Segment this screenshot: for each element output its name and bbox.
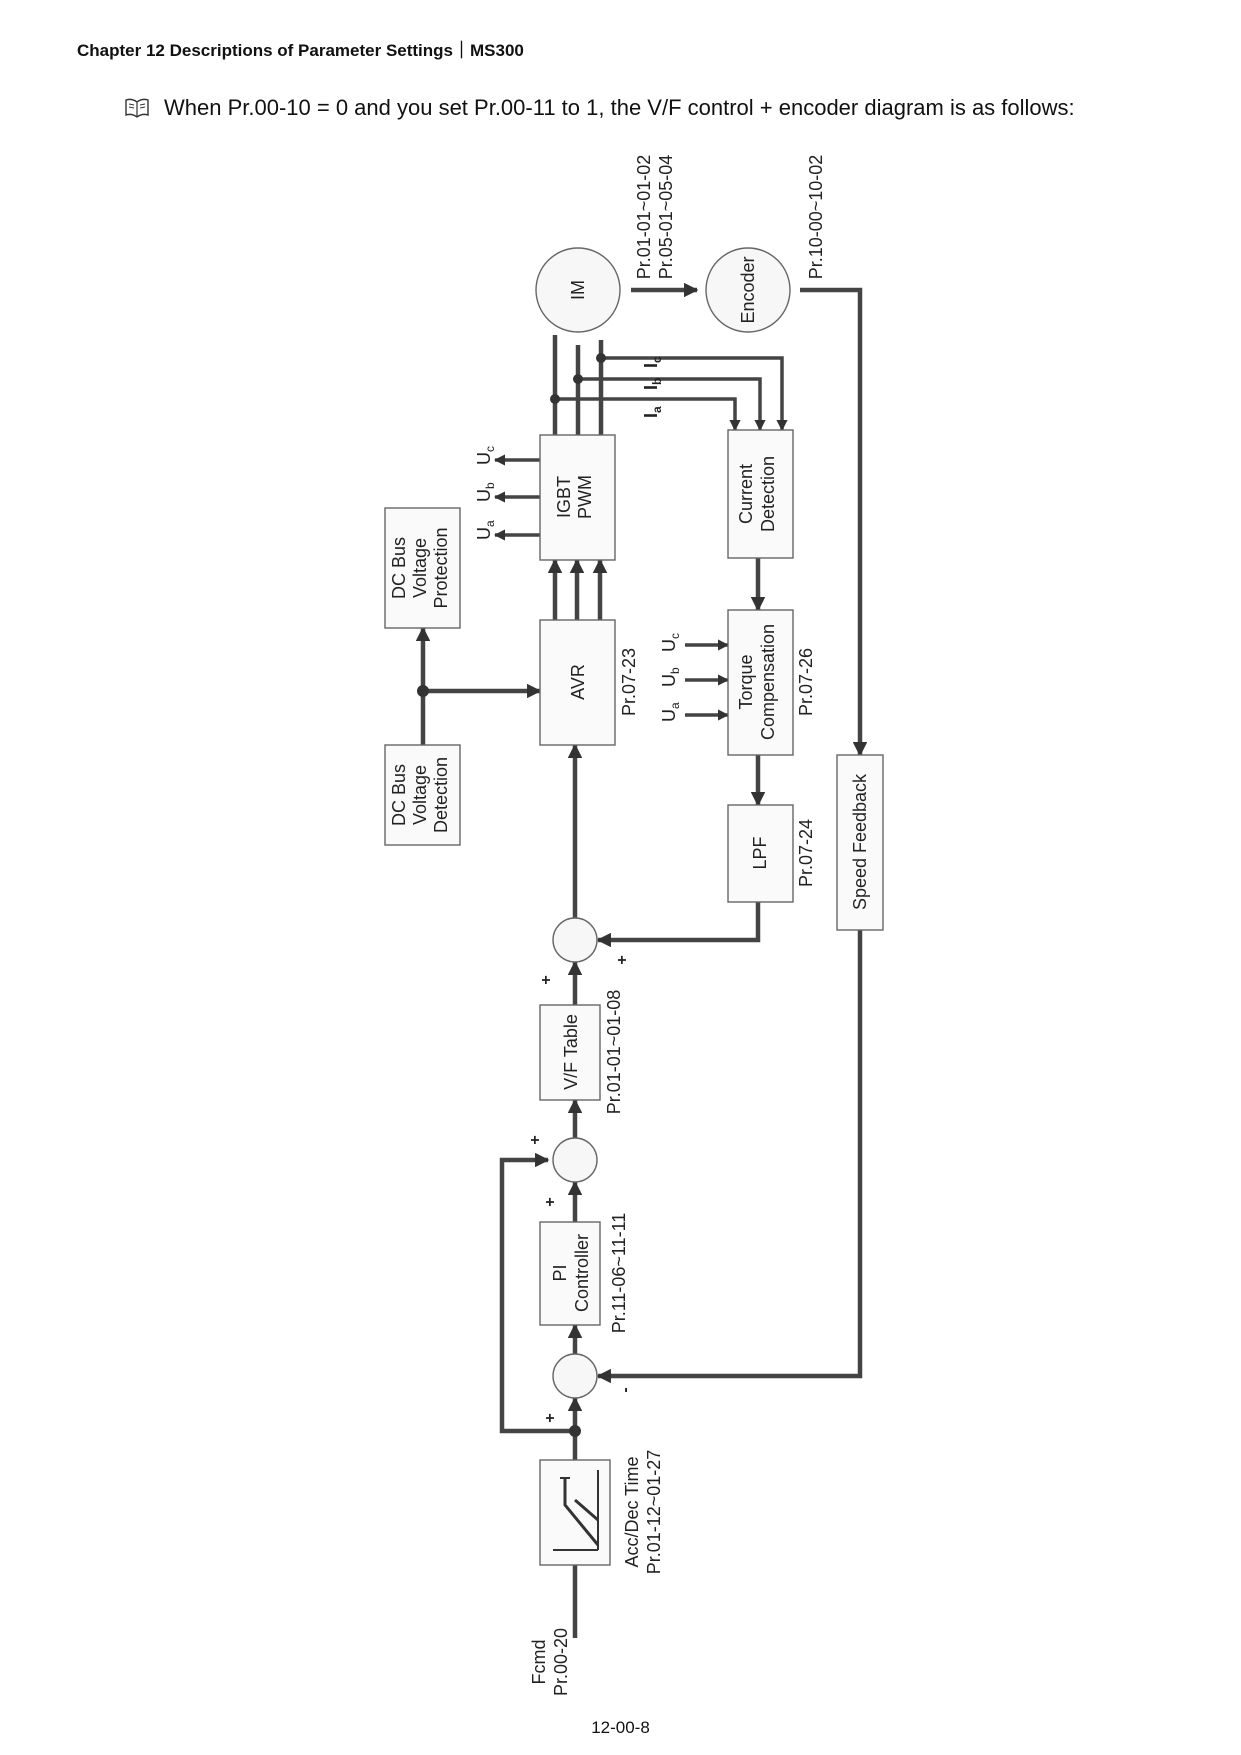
wire-ia-tap [555,397,741,432]
page-header: Chapter 12 Descriptions of Parameter Set… [77,41,524,60]
svg-text:Uc: Uc [659,633,682,652]
svg-text:Pr.01-12~01-27: Pr.01-12~01-27 [644,1450,664,1575]
wire-encoder-speedfb [800,287,868,757]
current-sense-ib: Ib [641,378,664,390]
dc-bus-voltage-protection-block [384,507,461,629]
lpf-label: LPF [750,836,770,869]
torque-compensation-label: Torque Compensation [736,624,778,740]
lpf-block [727,804,794,903]
vf-table-label: V/F Table [561,1014,581,1090]
svg-text:Ub: Ub [659,667,682,687]
current-detection-label: Current Detection [736,456,778,532]
accdec-ramp-block [539,1459,611,1566]
vf-table-block [539,1004,601,1101]
avr-block [539,619,616,746]
sign-sum2-plus-left: + [527,1135,544,1144]
svg-text:Ia: Ia [641,406,664,418]
fcmd-label: Fcmd Pr.00-20 [529,1628,571,1696]
igbt-pwm-label: IGBT PWM [554,475,595,519]
current-detection-block [727,429,794,559]
svg-text:Voltage: Voltage [410,538,430,598]
summing-junction-feedback [552,1353,598,1399]
sign-sum1-plus-bottom: + [538,975,555,984]
svg-text:DC Bus: DC Bus [389,764,409,826]
sign-sum3-plus: + [542,1413,559,1422]
speed-feedback-block [836,754,884,931]
igbt-output-ub: Ub [474,482,497,502]
igbt-output-uc: Uc [474,446,497,465]
torque-input-ua: Ua [659,702,682,722]
torque-compensation-param: Pr.07-26 [796,648,816,716]
sign-sum1-plus-right: + [614,955,631,964]
wire-ib-tap [578,377,766,432]
vf-table-param: Pr.01-01~01-08 [604,990,624,1115]
speed-feedback-label: Speed Feedback [850,773,870,910]
induction-motor [535,247,621,333]
wire-lpf-sum1 [596,902,761,948]
dc-bus-voltage-detection-block [384,744,461,846]
intro-text-line: When Pr.00-10 = 0 and you set Pr.00-11 t… [124,95,1075,121]
svg-text:Controller: Controller [572,1234,592,1312]
encoder-param: Pr.10-00~10-02 [806,155,826,280]
sign-sum2-plus-bottom: + [542,1197,559,1206]
igbt-output-ua: Ua [474,520,497,540]
svg-text:Detection: Detection [758,456,778,532]
svg-text:Torque: Torque [736,654,756,709]
pi-controller-label: PI Controller [550,1234,592,1312]
svg-text:Ub: Ub [474,482,497,502]
accdec-label: Acc/Dec Time Pr.01-12~01-27 [622,1450,664,1575]
im-param-1: Pr.01-01~01-02 [634,155,654,280]
sign-sum3-minus: - [617,1387,634,1392]
svg-text:IGBT: IGBT [554,476,574,518]
svg-text:Ua: Ua [659,702,682,722]
im-label: IM [568,280,588,300]
page-number: 12-00-8 [591,1718,650,1737]
svg-text:Voltage: Voltage [410,765,430,825]
svg-text:Fcmd: Fcmd [529,1640,549,1685]
current-sense-ia: Ia [641,406,664,418]
svg-text:Detection: Detection [431,757,451,833]
intro-text: When Pr.00-10 = 0 and you set Pr.00-11 t… [164,95,1075,120]
encoder-block [705,247,791,333]
svg-text:Ic: Ic [641,356,664,368]
pi-controller-block [539,1221,601,1326]
pi-controller-param: Pr.11-06~11-11 [609,1213,629,1334]
svg-text:Pr.00-20: Pr.00-20 [551,1628,571,1696]
torque-compensation-block [727,609,794,756]
svg-text:DC Bus: DC Bus [389,537,409,599]
svg-text:Ib: Ib [641,378,664,390]
lpf-param: Pr.07-24 [796,819,816,887]
wire-feedforward [499,1152,575,1434]
ramp-icon [553,1470,600,1551]
svg-text:Uc: Uc [474,446,497,465]
svg-text:Protection: Protection [431,527,451,608]
avr-label: AVR [568,664,588,700]
torque-input-ub: Ub [659,667,682,687]
summing-junction-feedforward [552,1137,598,1183]
book-icon [124,98,150,118]
svg-text:PI: PI [550,1264,570,1281]
wire-speedfb-sum3 [596,930,863,1384]
im-param-2: Pr.05-01~05-04 [656,155,676,280]
current-sense-ic: Ic [641,356,664,368]
dc-bus-protection-label: DC Bus Voltage Protection [389,527,451,608]
summing-junction-compensation [552,917,598,963]
encoder-label: Encoder [738,256,758,323]
dc-bus-detection-label: DC Bus Voltage Detection [389,757,451,833]
svg-text:Acc/Dec Time: Acc/Dec Time [622,1456,642,1567]
svg-text:Compensation: Compensation [758,624,778,740]
svg-text:Current: Current [736,464,756,524]
svg-text:PWM: PWM [575,475,595,519]
wire-ic-tap [601,356,788,432]
torque-input-uc: Uc [659,633,682,652]
signal-wires [415,282,868,1638]
avr-param: Pr.07-23 [619,648,639,716]
svg-text:Ua: Ua [474,520,497,540]
igbt-pwm-block [539,434,616,561]
